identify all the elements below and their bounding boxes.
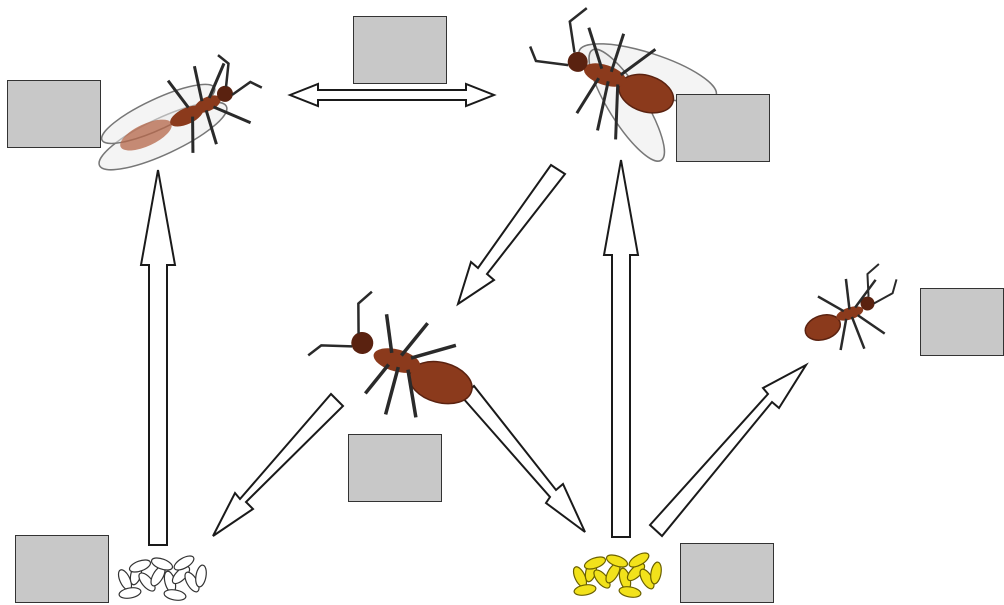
queen-to-fertilized-eggs-arrow <box>460 384 586 533</box>
worker-label-box[interactable] <box>920 288 1004 356</box>
worker-ant <box>804 263 898 351</box>
eggs-to-winged-queen-arrow <box>602 159 640 538</box>
eggs-to-male-arrow <box>139 169 177 546</box>
unfertilized-eggs <box>117 555 207 601</box>
winged-male-label-box[interactable] <box>7 80 101 148</box>
fertilized-eggs-to-worker-arrow <box>648 362 809 538</box>
queen-to-unfertilized-eggs-arrow <box>212 392 345 537</box>
queen-ant <box>307 290 473 418</box>
winged-queen-label-box[interactable] <box>676 94 770 162</box>
fertilized-eggs-label-box[interactable] <box>680 543 774 603</box>
unfertilized-eggs-label-box[interactable] <box>15 535 109 603</box>
mating-double-arrow <box>287 82 497 108</box>
winged-queen-to-queen-arrow <box>456 163 567 307</box>
fertilized-eggs <box>572 552 662 598</box>
winged-male-ant <box>98 54 263 171</box>
queen-label-box[interactable] <box>348 434 442 502</box>
mating-label-box[interactable] <box>353 16 447 84</box>
